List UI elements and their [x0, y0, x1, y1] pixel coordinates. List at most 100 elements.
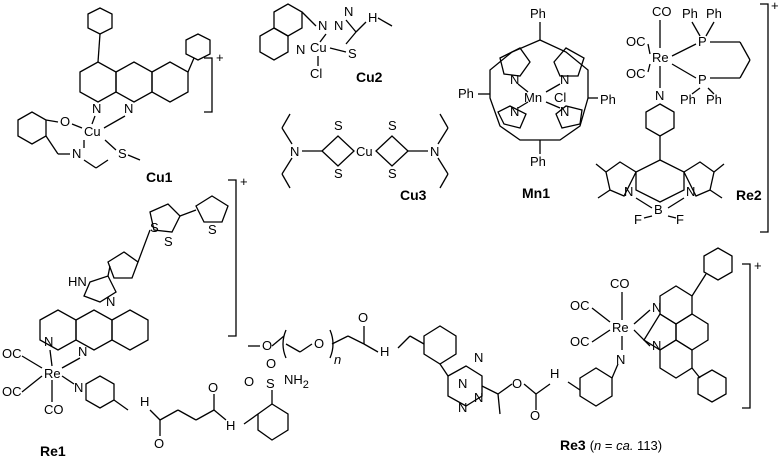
re3-n-pyr: N [616, 352, 625, 367]
re1-oc-2: OC [2, 384, 22, 399]
re3-nh: H [380, 344, 389, 359]
re2-oc-upper: OC [626, 34, 646, 49]
mn1-mn: Mn [524, 90, 542, 105]
re2-re: Re [652, 50, 669, 65]
re1-s-sulf: S [266, 376, 275, 391]
re2-p-bottom: P [698, 72, 707, 87]
structure-cu2: N N N S H N Cu Cl Cu2 [259, 3, 393, 85]
re3-n-phen-1: N [652, 300, 661, 315]
re1-co: CO [44, 402, 64, 417]
re3-re: Re [612, 320, 629, 335]
re3-n-tz-3: N [458, 400, 467, 415]
label-re2: Re2 [736, 187, 762, 203]
re3-charge: + [754, 258, 762, 273]
re2-ph-1: Ph [682, 6, 698, 21]
re3-o-peg: O [314, 336, 324, 351]
re1-n-imid: N [106, 294, 115, 309]
label-re3: Re3(n = ca. 113) [560, 437, 662, 453]
mn1-ph-bottom: Ph [530, 154, 546, 169]
re1-o-sulf-1: O [244, 374, 254, 389]
cu1-s: S [118, 146, 127, 161]
re1-s-2: S [164, 234, 173, 249]
re3-nh-carbamate: H [550, 366, 559, 381]
cu2-n-top: N [344, 4, 353, 19]
re1-nh2: NH2 [284, 372, 309, 391]
cu3-s-tr: S [388, 118, 397, 133]
re2-f-right: F [676, 212, 684, 227]
cu3-s-br: S [388, 166, 397, 181]
re2-f-left: F [634, 212, 642, 227]
re3-n-tz-1: N [458, 376, 467, 391]
re3-oc-2: OC [570, 334, 590, 349]
cu1-n-left: N [92, 101, 101, 116]
cu2-n-imine: N [318, 18, 327, 33]
cu2-cu: Cu [310, 40, 327, 55]
re3-oc-1: OC [570, 298, 590, 313]
re2-ph-3: Ph [680, 92, 696, 107]
re2-ph-2: Ph [706, 6, 722, 21]
re1-n-pyr: N [74, 380, 83, 395]
mn1-n-tr: N [560, 72, 569, 87]
label-cu1: Cu1 [146, 169, 173, 185]
structure-cu3: N S S Cu S S N Cu3 [281, 113, 449, 203]
re3-o-carbamate: O [512, 376, 522, 391]
re2-n-bodipy-left: N [624, 184, 633, 199]
re2-p-top: P [698, 34, 707, 49]
cu1-charge: + [216, 50, 224, 65]
re3-n-phen-2: N [652, 338, 661, 353]
cu2-n-quin: N [296, 42, 305, 57]
structure-re3: O O n O H N N N N O O H N [248, 247, 762, 453]
re1-nh-2: H [226, 418, 235, 433]
re1-o-sulf-2: O [266, 356, 276, 371]
cu2-cl: Cl [310, 66, 322, 81]
cu3-s-bl: S [334, 166, 343, 181]
label-cu2: Cu2 [356, 69, 383, 85]
cu1-n-imine: N [72, 146, 81, 161]
re3-o-methoxy: O [262, 338, 272, 353]
mn1-n-bl: N [510, 104, 519, 119]
re2-n-bodipy-right: N [686, 184, 695, 199]
re3-o-carbonyl: O [530, 408, 540, 423]
re2-co-top: CO [652, 4, 672, 19]
cu2-s: S [348, 46, 357, 61]
re2-oc-lower: OC [626, 66, 646, 81]
re1-re: Re [44, 366, 61, 381]
cu3-s-tl: S [334, 118, 343, 133]
mn1-ph-left: Ph [458, 86, 474, 101]
re1-s-1: S [150, 220, 159, 235]
re2-ph-4: Ph [706, 92, 722, 107]
re1-n-phen-left: N [44, 334, 53, 349]
re2-charge: + [771, 0, 779, 13]
label-cu3: Cu3 [400, 187, 427, 203]
re3-n-tz-4: N [474, 390, 483, 405]
cu1-o: O [60, 114, 70, 129]
re3-co: CO [610, 276, 630, 291]
re3-n-tz-2: N [474, 350, 483, 365]
mn1-ph-right: Ph [600, 92, 616, 107]
mn1-n-br: N [560, 104, 569, 119]
re1-s-3: S [208, 222, 217, 237]
re1-o-2: O [208, 380, 218, 395]
re1-o-1: O [154, 436, 164, 451]
mn1-ph-top: Ph [530, 6, 546, 21]
cu1-n-right: N [124, 101, 133, 116]
structure-re1: S S S HN N N N Re OC OC CO N H O [2, 174, 309, 459]
cu2-n-mid: N [334, 18, 343, 33]
re1-hn: HN [68, 274, 87, 289]
re1-nh-1: H [140, 394, 149, 409]
mn1-n-tl: N [510, 72, 519, 87]
structure-cu1: N N Cu O N S Cu1 + [17, 7, 224, 185]
re2-n-pyr: N [655, 88, 664, 103]
cu1-cu: Cu [84, 124, 101, 139]
cu2-nh: H [368, 10, 377, 25]
re2-b: B [654, 202, 663, 217]
cu3-cu: Cu [356, 144, 373, 159]
re1-oc-1: OC [2, 346, 22, 361]
mn1-cl: Cl [554, 90, 566, 105]
cu3-n-left: N [290, 144, 299, 159]
label-mn1: Mn1 [522, 185, 550, 201]
re3-n-subscript: n [334, 352, 341, 367]
structure-re2: CO OC OC Re Ph Ph P P Ph Ph N N N B F F [595, 0, 779, 233]
label-re1: Re1 [40, 443, 66, 459]
